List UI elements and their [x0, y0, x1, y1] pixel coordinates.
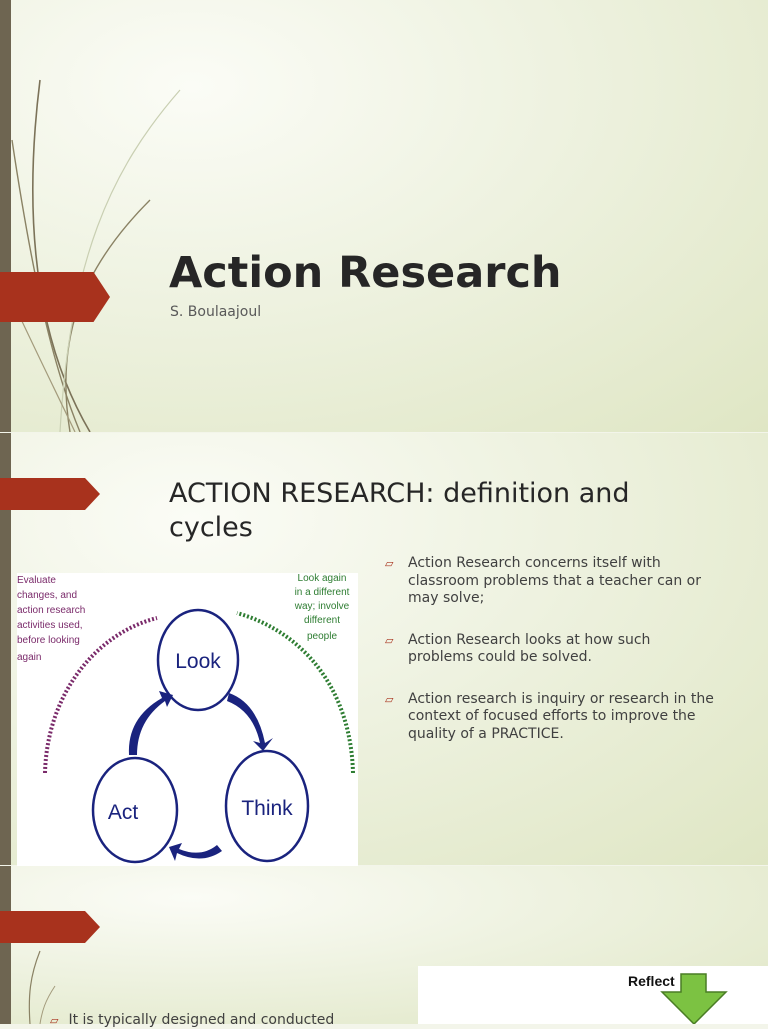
node-think [224, 749, 310, 863]
slide-side-bar [0, 0, 11, 432]
note-left-line: changes, and [17, 590, 77, 601]
note-left-line: Evaluate [17, 575, 56, 586]
arc-left [43, 616, 158, 774]
slide-heading: ACTION RESEARCH: definition and cycles [169, 478, 630, 543]
decorative-curves [11, 79, 181, 432]
accent-arrow-tab [0, 478, 100, 510]
bullet-marker-icon: ▱ [385, 633, 394, 647]
reflect-arrow-icon [660, 973, 728, 1026]
bullet-marker-icon: ▱ [50, 1014, 59, 1027]
note-right-line: way; involve [294, 601, 350, 612]
node-label-act: Act [108, 801, 139, 824]
node-act [91, 756, 179, 864]
reflect-figure: Reflect [418, 966, 768, 1026]
note-right-line: different [304, 615, 340, 626]
decorative-curves [28, 950, 56, 1024]
list-item: ▱Action Research looks at how such probl… [385, 631, 651, 666]
note-left-line: action research [17, 605, 85, 616]
node-look [156, 608, 240, 712]
bullet-list: ▱Action Research concerns itself with cl… [385, 555, 720, 767]
slide-title-text: Action Research [169, 248, 562, 298]
bullet-marker-icon: ▱ [385, 692, 394, 706]
cycle-arrow-icon [169, 843, 222, 861]
slide-title: Action Research S. Boulaajoul [0, 0, 768, 432]
note-right-line: Look again [298, 573, 347, 584]
cycle-arrow-icon [227, 693, 273, 751]
slide-side-bar [0, 866, 11, 1024]
accent-arrow-tab [0, 272, 110, 322]
note-right-line: people [307, 631, 337, 642]
note-left-line: activities used, [17, 620, 83, 631]
note-left-line: again [17, 652, 41, 663]
list-item: ▱Action Research concerns itself with cl… [385, 555, 701, 606]
list-item: ▱Action research is inquiry or research … [385, 690, 714, 742]
note-left-line: before looking [17, 635, 80, 646]
cycle-diagram: Evaluate changes, and action research ac… [17, 573, 358, 866]
list-item: ▱It is typically designed and conducted [50, 1012, 335, 1028]
node-label-look: Look [175, 650, 221, 673]
note-right-line: in a different [295, 587, 350, 598]
accent-arrow-tab [0, 911, 100, 943]
reflect-label: Reflect [628, 973, 675, 989]
slide-side-bar [0, 433, 11, 865]
slide-subtitle: S. Boulaajoul [170, 304, 262, 320]
cycle-arrow-icon [128, 691, 173, 755]
arc-right [236, 611, 355, 774]
bullet-marker-icon: ▱ [385, 557, 394, 570]
node-label-think: Think [241, 797, 293, 820]
